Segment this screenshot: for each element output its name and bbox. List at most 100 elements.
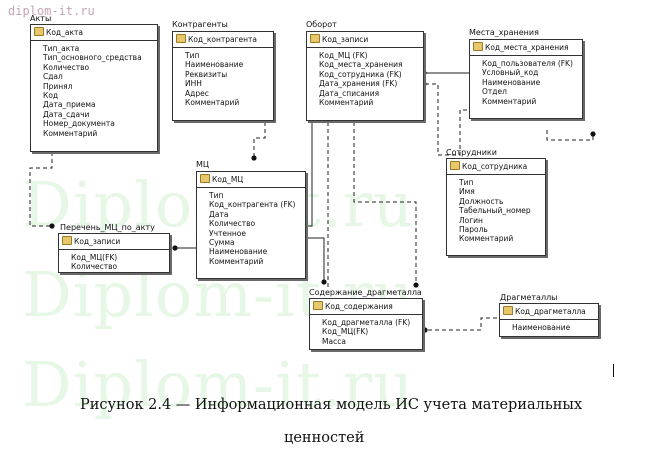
attribute: Условный_код [482,68,539,78]
pk-label: Код_записи [322,35,369,44]
entity-box: Код_акта Тип_акта Тип_основного_средства… [30,24,158,152]
watermark-big-text-3: Diplom-it.ru [22,348,415,421]
key-icon [503,306,513,315]
entity-box: Код_сотрудника Тип Имя Должность Табельн… [446,158,546,256]
attribute: Дата_приема [43,100,96,110]
attribute: Учтенное [209,228,246,238]
entity-attributes: Код_драгметалла (FK) Код_МЦ(FK) Масса [310,315,422,348]
key-icon [473,42,483,51]
attribute: Комментарий [482,96,537,106]
entity-box: Код_места_хранения Код_пользователя (FK)… [469,39,583,119]
entity-title: Контрагенты [172,20,228,29]
entity-primary-key: Код_содержания [310,299,422,315]
entity-primary-key: Код_МЦ [197,172,305,188]
entity-primary-key: Код_контрагента [173,32,273,48]
key-icon [176,34,186,43]
attribute: Комментарий [319,98,374,108]
entity-box: Код_МЦ Тип Код_контрагента (FK) Дата Кол… [196,171,306,279]
attribute: Код_драгметалла (FK) [322,318,411,327]
attribute: Наименование [512,323,571,332]
attribute: Наименование [185,60,244,70]
pk-label: Код_содержания [325,302,393,311]
entity-primary-key: Код_акта [31,25,157,41]
entity-attributes: Наименование [500,320,598,334]
attribute: Масса [322,336,346,346]
entity-attributes: Код_пользователя (FK) Условный_код Наиме… [470,56,582,108]
attribute: Тип [459,178,474,187]
attribute: Должность [459,196,504,206]
attribute: Имя [459,187,475,197]
entity-title: Оборот [306,20,337,29]
entity-title: Сотрудники [446,148,497,157]
entity-box: Код_записи Код_МЦ (FK) Код_места_хранени… [306,31,424,121]
pk-label: Код_драгметалла [515,307,586,316]
attribute: Комментарий [209,256,264,266]
attribute: Тип_основного_средства [43,53,142,63]
key-icon [62,236,72,245]
watermark-small-text: diplom-it.ru [8,4,95,18]
attribute: Тип [185,51,200,60]
pk-label: Код_сотрудника [462,162,528,171]
attribute: Количество [209,219,256,229]
entity-attributes: Код_МЦ(FK) Количество [59,250,169,274]
entity-attributes: Тип Код_контрагента (FK) Дата Количество… [197,188,305,268]
attribute: Комментарий [459,234,514,244]
key-icon [200,174,210,183]
key-icon [310,34,320,43]
key-icon [313,301,323,310]
attribute: Код_МЦ (FK) [319,51,368,60]
attribute: Дата_хранения (FK) [319,79,398,89]
entity-attributes: Тип Имя Должность Табельный_номер Логин … [447,175,545,246]
pk-label: Код_акта [46,28,83,37]
entity-attributes: Код_МЦ (FK) Код_места_хранения Код_сотру… [307,48,423,109]
entity-primary-key: Код_места_хранения [470,40,582,56]
entity-box: Код_записи Код_МЦ(FK) Количество [58,233,170,273]
pk-label: Код_записи [74,237,121,246]
attribute: Дата_сдачи [43,109,90,119]
figure-caption-line-1: Рисунок 2.4 — Информационная модель ИС у… [80,397,583,413]
entity-primary-key: Код_записи [307,32,423,48]
entity-title: Драгметаллы [500,293,558,302]
attribute: Код_пользователя (FK) [482,59,573,68]
entity-box: Код_содержания Код_драгметалла (FK) Код_… [309,298,423,350]
key-icon [34,27,44,36]
attribute: Реквизиты [185,69,228,79]
attribute: Принял [43,81,73,91]
attribute: Код_МЦ(FK) [71,253,118,262]
rel-mc-soderzhanie [306,237,325,282]
attribute: Сумма [209,238,235,248]
attribute: Количество [43,62,90,72]
attribute: Дата_списания [319,88,380,98]
pk-label: Код_места_хранения [485,43,569,52]
pk-label: Код_МЦ [212,175,244,184]
attribute: Комментарий [43,128,98,138]
rel-sotrudniki-mesta [546,130,594,141]
attribute: Тип_акта [43,44,80,53]
attribute: Сдал [43,72,63,82]
key-icon [450,161,460,170]
attribute: Отдел [482,87,507,97]
text-cursor [613,364,614,377]
attribute: ИНН [185,79,202,89]
entity-primary-key: Код_записи [59,234,169,250]
attribute: Количество [71,262,118,272]
attribute: Номер_документа [43,119,115,129]
attribute: Наименование [482,77,541,87]
attribute: Код_сотрудника (FK) [319,69,402,79]
rel-oborot-soderzhanie-right [353,122,417,285]
pk-label: Код_контрагента [188,35,258,44]
rel-akty-perechen [29,152,53,227]
entity-title: Акты [30,14,52,23]
entity-attributes: Тип_акта Тип_основного_средства Количест… [31,41,157,140]
entity-box: Код_драгметалла Наименование [499,303,599,337]
entity-primary-key: Код_драгметалла [500,304,598,320]
attribute: Код_контрагента (FK) [209,200,296,210]
attribute: Логин [459,215,483,225]
entity-title: Перечень_МЦ_по_акту [60,223,155,232]
entity-box: Код_контрагента Тип Наименование Реквизи… [172,31,274,121]
attribute: Табельный_номер [459,206,531,216]
entity-attributes: Тип Наименование Реквизиты ИНН Адрес Ком… [173,48,273,109]
entity-title: МЦ [196,160,210,169]
attribute: Дата [209,209,229,219]
